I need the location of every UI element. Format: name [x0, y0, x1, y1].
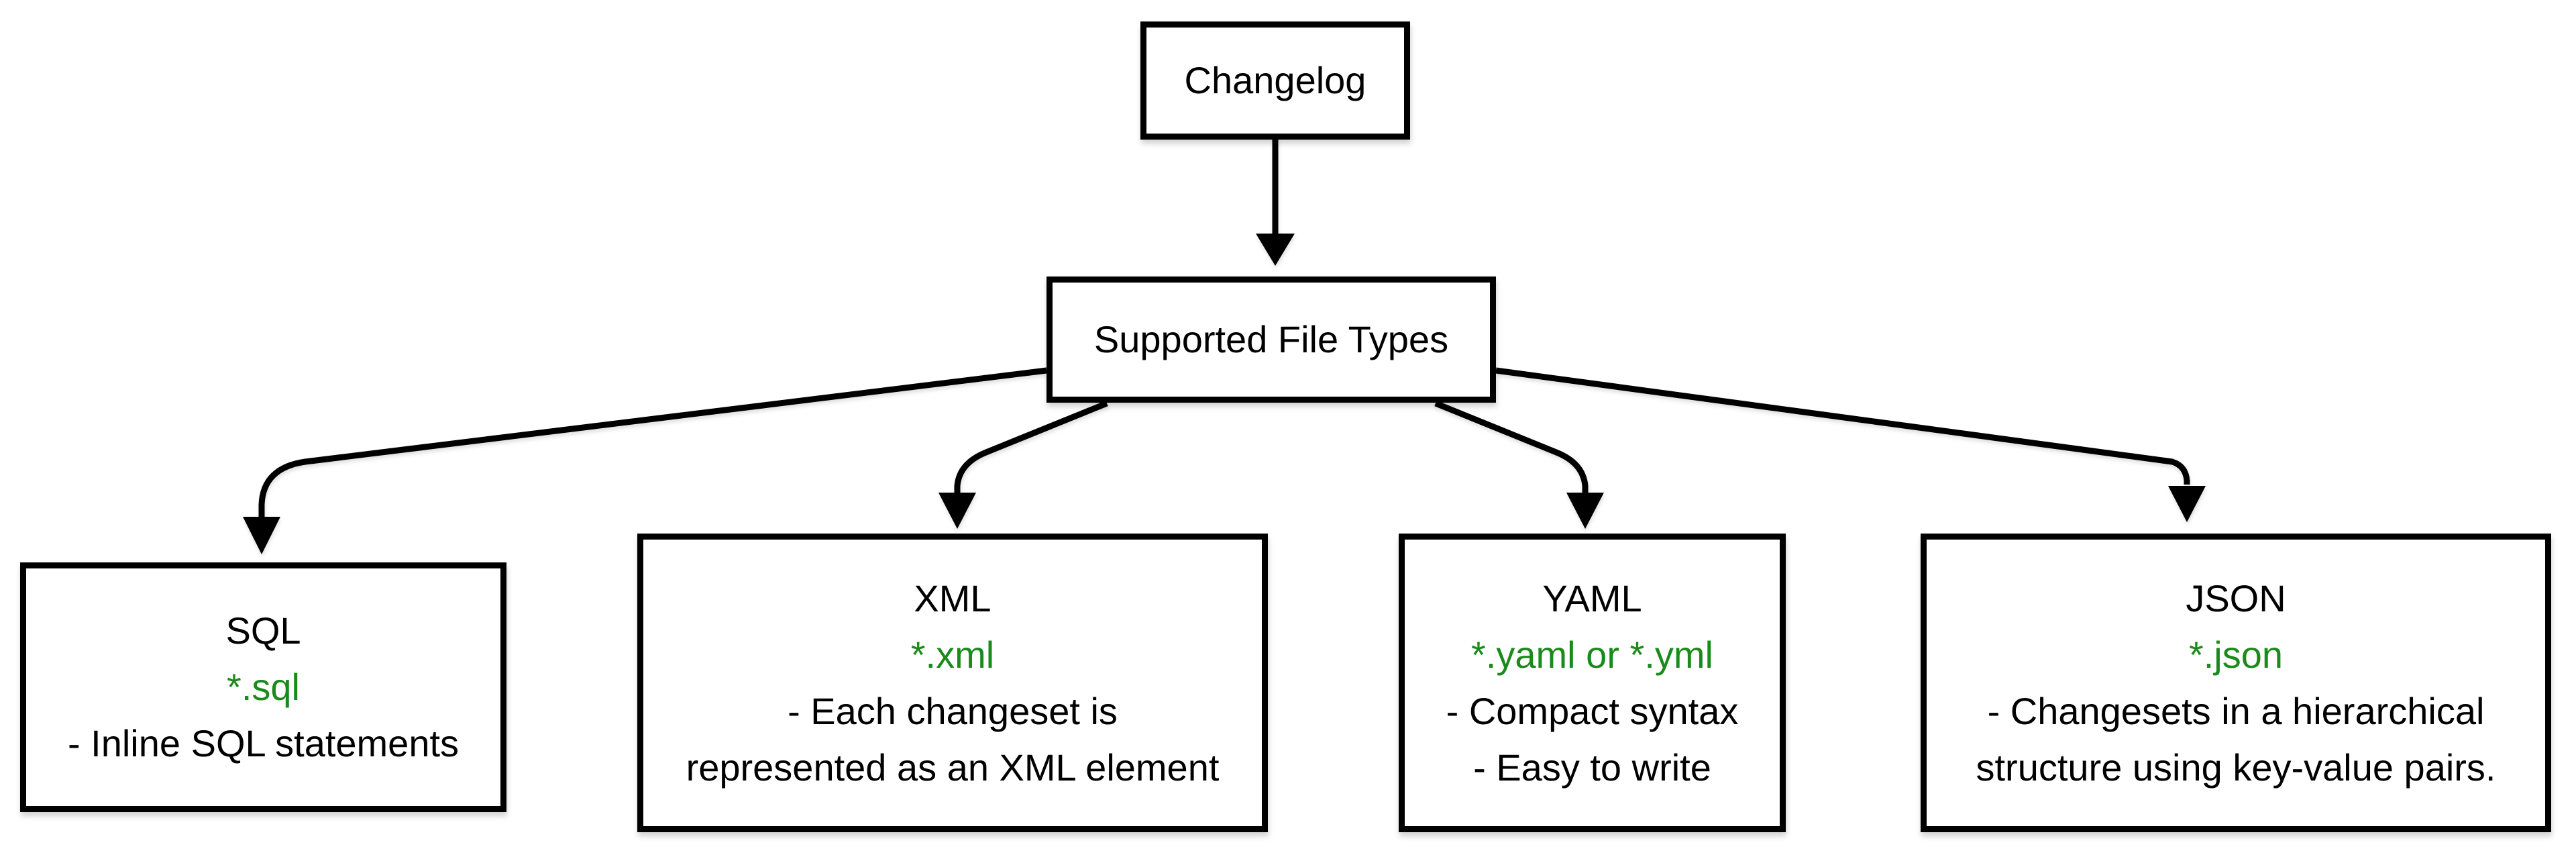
node-changelog: Changelog	[1140, 21, 1410, 140]
node-changelog-label: Changelog	[1184, 59, 1366, 101]
xml-desc-line: - Each changeset is	[788, 689, 1118, 732]
node-xml: XML *.xml - Each changeset is represente…	[637, 534, 1268, 832]
node-sql: SQL *.sql - Inline SQL statements	[20, 562, 506, 812]
node-yaml: YAML *.yaml or *.yml - Compact syntax - …	[1399, 534, 1786, 832]
json-desc-line: - Changesets in a hierarchical	[1987, 689, 2485, 732]
connector-hub-to-json	[1495, 367, 2190, 485]
xml-title: XML	[914, 576, 991, 619]
yaml-desc-line: - Compact syntax	[1446, 689, 1739, 732]
connector-hub-to-xml	[954, 400, 1108, 493]
sql-extension: *.sql	[227, 666, 300, 708]
json-title: JSON	[2186, 576, 2286, 619]
connector-xml-arrowhead	[938, 493, 976, 529]
yaml-desc-line: - Easy to write	[1473, 746, 1711, 789]
connector-sql-arrowhead	[243, 517, 280, 554]
yaml-extension: *.yaml or *.yml	[1471, 633, 1713, 676]
connector-hub-to-yaml	[1434, 400, 1589, 493]
yaml-title: YAML	[1542, 576, 1642, 619]
node-json: JSON *.json - Changesets in a hierarchic…	[1921, 534, 2551, 832]
connector-hub-to-sql	[258, 367, 1047, 517]
sql-desc-line: - Inline SQL statements	[67, 722, 460, 764]
node-supported-file-types: Supported File Types	[1046, 277, 1496, 403]
json-extension: *.json	[2188, 633, 2284, 676]
xml-extension: *.xml	[910, 633, 995, 676]
xml-desc-line: represented as an XML element	[686, 746, 1220, 789]
connector-yaml-arrowhead	[1566, 493, 1604, 529]
connector-changelog-arrowhead	[1256, 234, 1295, 266]
sql-title: SQL	[225, 609, 301, 652]
json-desc-line: structure using key-value pairs.	[1976, 746, 2496, 789]
connector-json-arrowhead	[2168, 486, 2206, 522]
node-supported-file-types-label: Supported File Types	[1093, 318, 1449, 360]
